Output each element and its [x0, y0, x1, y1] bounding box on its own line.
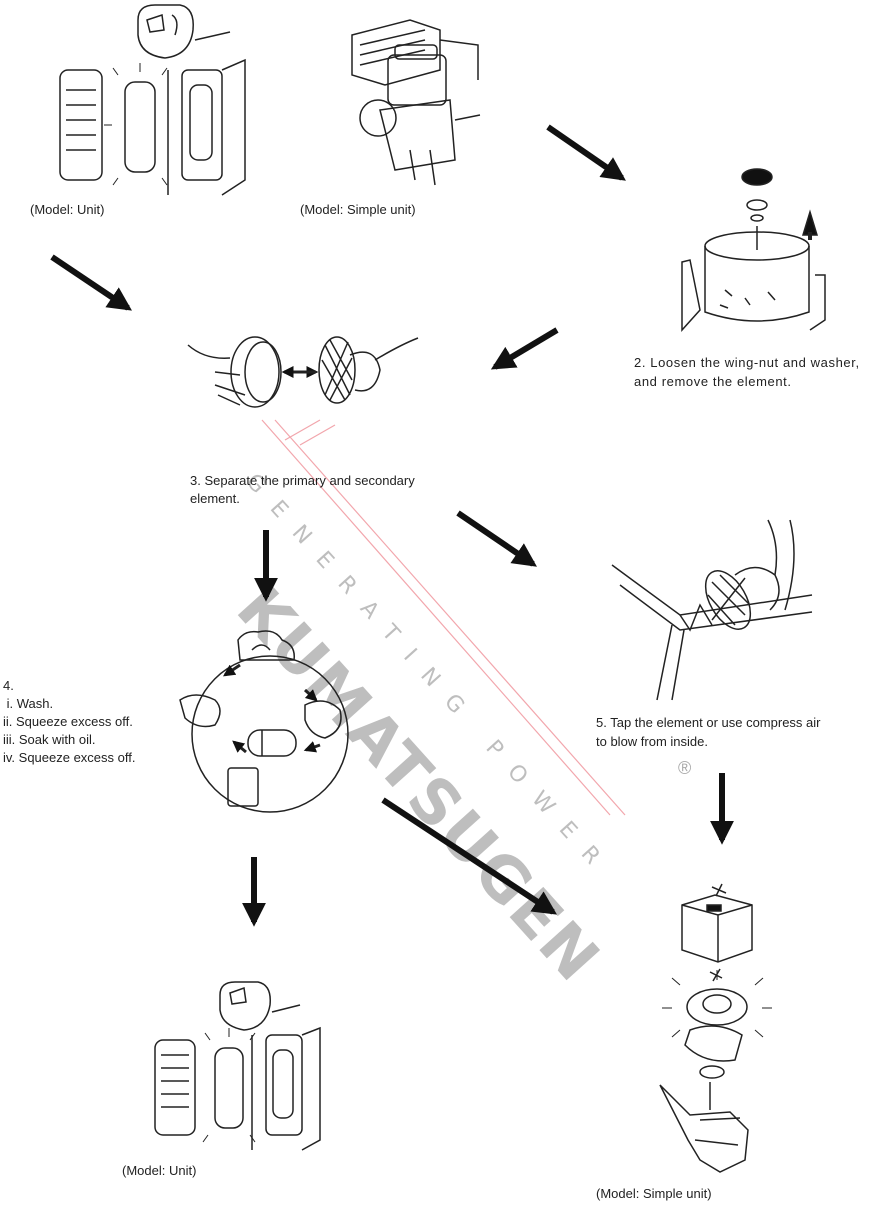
- step4-item: i. Wash.: [3, 696, 54, 711]
- reassembled-simple-unit-icon: [659, 883, 772, 1173]
- wash-cycle-icon: [179, 630, 349, 813]
- simple-engine-icon: [351, 19, 481, 186]
- step4-item: ii. Squeeze excess off.: [3, 714, 133, 729]
- step4-item: iii. Soak with oil.: [3, 732, 96, 747]
- caption-step3-line1: 3. Separate the primary and secondary: [190, 473, 415, 488]
- wing-nut-element-icon: [681, 168, 826, 332]
- step4-title: 4.: [3, 678, 14, 693]
- caption-step2-line1: 2. Loosen the wing-nut and washer,: [634, 355, 860, 370]
- caption-model-unit-bottom: (Model: Unit): [122, 1163, 196, 1178]
- step4-item: iv. Squeeze excess off.: [3, 750, 136, 765]
- watermark-registered: ®: [678, 758, 692, 778]
- watermark-streaks: [261, 419, 626, 816]
- arrow-icon: [50, 124, 734, 927]
- unit-air-cleaner-icon: [154, 981, 321, 1151]
- unit-air-cleaner-icon: [59, 4, 246, 196]
- caption-model-simple-bottom: (Model: Simple unit): [596, 1186, 712, 1201]
- caption-model-simple-top: (Model: Simple unit): [300, 202, 416, 217]
- caption-step3-line2: element.: [190, 491, 240, 506]
- step4-instructions: 4. i. Wash. ii. Squeeze excess off. iii.…: [3, 677, 135, 767]
- caption-model-unit-top: (Model: Unit): [30, 202, 104, 217]
- separate-elements-icon: [187, 336, 419, 408]
- caption-step2-line2: and remove the element.: [634, 374, 792, 389]
- caption-step5-line1: 5. Tap the element or use compress air: [596, 715, 821, 730]
- caption-step5-line2: to blow from inside.: [596, 734, 708, 749]
- tap-element-icon: [611, 519, 813, 701]
